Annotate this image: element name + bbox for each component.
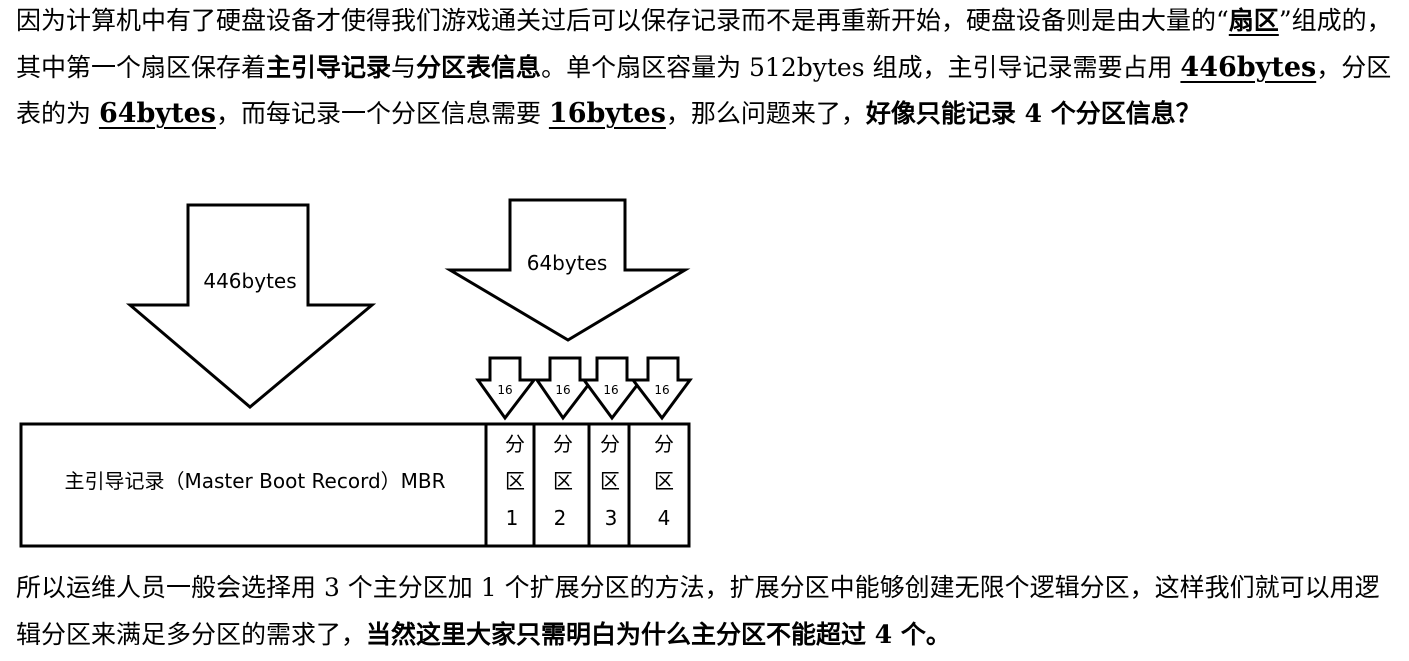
text: ”组成的，其中第一个扇区保存着 bbox=[16, 6, 1392, 82]
arrow-446-shape bbox=[125, 203, 377, 409]
arrow-16-shape bbox=[475, 356, 538, 421]
partition-3-number: 3 bbox=[605, 506, 618, 530]
arrow-16-label-3: 16 bbox=[603, 383, 618, 397]
partition-3-char2: 区 bbox=[600, 469, 620, 493]
value-446bytes: 446bytes bbox=[1180, 51, 1317, 83]
partition-3-char1: 分 bbox=[600, 432, 620, 456]
text: 因为计算机中有了硬盘设备才使得我们游戏通关过后可以保存记录而不是再重新开始，硬盘… bbox=[16, 6, 1229, 35]
partition-2-char2: 区 bbox=[553, 469, 573, 493]
partition-4-number: 4 bbox=[658, 506, 671, 530]
arrow-16-shape bbox=[581, 356, 645, 421]
partition-box-2 bbox=[532, 422, 591, 548]
arrow-16-label-2: 16 bbox=[555, 383, 570, 397]
intro-paragraph: 因为计算机中有了硬盘设备才使得我们游戏通关过后可以保存记录而不是再重新开始，硬盘… bbox=[16, 0, 1398, 138]
arrow-16-label-4: 16 bbox=[654, 383, 669, 397]
text: ，分区表的为 bbox=[16, 52, 1392, 129]
conclusion-paragraph: 所以运维人员一般会选择用 3 个主分区加 1 个扩展分区的方法，扩展分区中能够创… bbox=[16, 565, 1398, 658]
text: ，而每记录一个分区信息需要 bbox=[215, 99, 549, 128]
partition-2-number: 2 bbox=[554, 506, 567, 530]
arrow-446-label: 446bytes bbox=[203, 269, 296, 293]
arrow-16-shape bbox=[534, 356, 596, 421]
arrow-16-label-1: 16 bbox=[497, 383, 512, 397]
partition-2-char1: 分 bbox=[553, 432, 573, 456]
conclusion-bold: 当然这里大家只需明白为什么主分区不能超过 4 个。 bbox=[366, 619, 951, 649]
arrow-64-label: 64bytes bbox=[527, 251, 608, 275]
partition-box-1 bbox=[484, 422, 536, 548]
question-text: 好像只能记录 4 个分区信息？ bbox=[865, 99, 1201, 128]
mbr-box bbox=[19, 422, 488, 548]
term-mbr: 主引导记录 bbox=[266, 52, 392, 82]
partition-box-4 bbox=[627, 422, 691, 548]
mbr-box-label: 主引导记录（Master Boot Record）MBR bbox=[64, 469, 445, 493]
value-16bytes: 16bytes bbox=[548, 98, 666, 129]
partition-1-char2: 区 bbox=[505, 469, 525, 493]
text: 与 bbox=[391, 52, 417, 82]
partition-1-number: 1 bbox=[506, 506, 519, 530]
partition-4-char2: 区 bbox=[654, 469, 674, 493]
arrow-16-shape bbox=[629, 356, 693, 421]
term-partition-table: 分区表信息 bbox=[416, 52, 542, 82]
value-64bytes: 64bytes bbox=[98, 98, 216, 129]
text: 所以运维人员一般会选择用 3 个主分区加 1 个扩展分区的方法，扩展分区中能够创… bbox=[16, 573, 1380, 649]
text: ，那么问题来了， bbox=[665, 99, 866, 128]
arrow-64-shape bbox=[444, 198, 691, 342]
text: 。单个扇区容量为 512bytes 组成，主引导记录需要占用 bbox=[541, 52, 1181, 82]
partition-4-char1: 分 bbox=[654, 432, 674, 456]
partition-box-3 bbox=[587, 422, 631, 548]
term-sector: 扇区 bbox=[1228, 6, 1279, 35]
partition-1-char1: 分 bbox=[505, 432, 525, 456]
